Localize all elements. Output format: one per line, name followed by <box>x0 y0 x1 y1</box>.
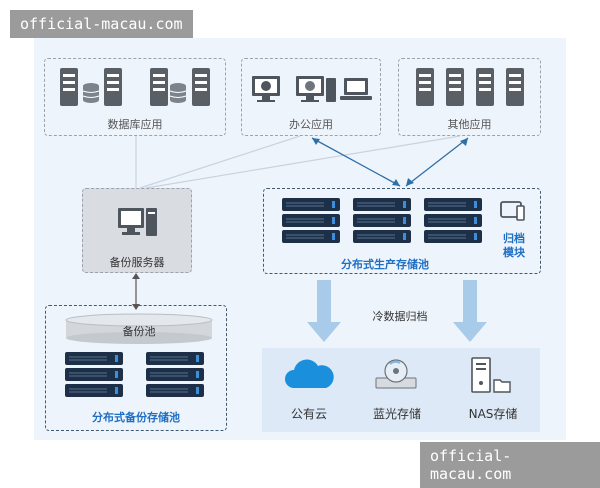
database-server-icons <box>60 68 210 106</box>
production-rack-unit <box>282 198 340 211</box>
production-rack-unit <box>282 214 340 227</box>
office-app-label: 办公应用 <box>289 118 333 131</box>
production-rack-unit <box>424 214 482 227</box>
bluray-label: 蓝光存储 <box>372 407 421 421</box>
production-pool-box <box>263 188 541 274</box>
backup-rack-unit <box>146 352 204 365</box>
backup-storage-pool-box <box>45 305 227 431</box>
backup-server-box <box>82 188 192 273</box>
watermark-bottom: official-macau.com <box>420 442 600 488</box>
backup-pool-label: 备份池 <box>122 325 156 338</box>
bluray-icon <box>375 359 417 389</box>
archive-module-line2: 模块 <box>503 246 525 259</box>
backup-rack-unit <box>146 368 204 381</box>
production-rack-unit <box>282 230 340 243</box>
database-app-group <box>44 58 226 136</box>
other-server-icons <box>416 68 524 106</box>
production-rack-unit <box>424 230 482 243</box>
archive-module-icon <box>500 201 525 221</box>
nas-label: NAS存储 <box>468 407 518 421</box>
nas-icon <box>471 357 511 393</box>
database-app-label: 数据库应用 <box>107 118 163 131</box>
cloud-icon <box>285 359 334 388</box>
backup-server-icon <box>118 208 157 236</box>
production-rack-unit <box>353 230 411 243</box>
archive-module-line1: 归档 <box>503 232 525 245</box>
cold-archive-label: 冷数据归档 <box>372 310 428 323</box>
office-computer-icons <box>252 76 372 102</box>
backup-rack-unit <box>65 352 123 365</box>
backup-rack-unit <box>65 384 123 397</box>
backup-storage-pool-label: 分布式备份存储池 <box>92 411 180 424</box>
watermark-top: official-macau.com <box>10 10 193 38</box>
backup-pool-cylinder <box>65 313 213 344</box>
production-rack-unit <box>424 198 482 211</box>
backup-rack-unit <box>65 368 123 381</box>
cloud-label: 公有云 <box>290 407 327 421</box>
production-rack-unit <box>353 198 411 211</box>
production-pool-label: 分布式生产存储池 <box>341 258 429 271</box>
backup-server-label: 备份服务器 <box>109 256 165 269</box>
backup-rack-unit <box>146 384 204 397</box>
office-app-group <box>241 58 381 136</box>
other-app-label: 其他应用 <box>447 118 492 131</box>
production-rack-unit <box>353 214 411 227</box>
other-app-group <box>398 58 541 136</box>
